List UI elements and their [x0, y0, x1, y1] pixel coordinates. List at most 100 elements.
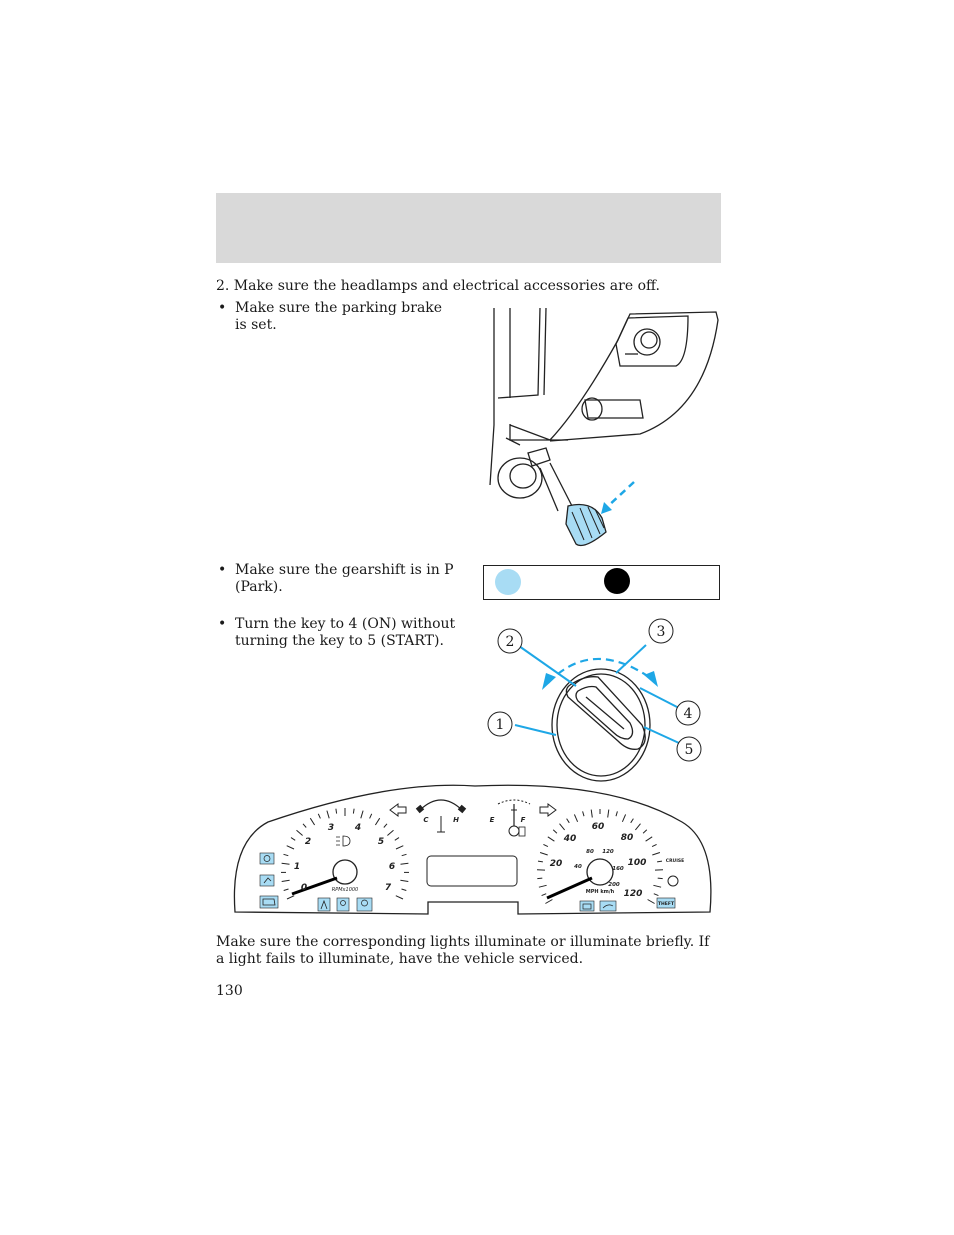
- gauge-tick: [647, 899, 655, 904]
- turn-left-arrow-icon: [542, 673, 556, 690]
- left-turn-signal-icon: [389, 803, 407, 817]
- gauge-tick: [281, 862, 290, 865]
- gauge-tick: [286, 845, 295, 850]
- gauge-tick: [309, 817, 316, 826]
- bullet-parking-brake: • Make sure the parking brake is set.: [218, 300, 458, 334]
- bullet-glyph: •: [218, 562, 227, 578]
- gauge-tick: [326, 810, 330, 819]
- mph-label-40: 40: [563, 834, 577, 844]
- section-header-band: [216, 193, 721, 263]
- gauge-tick: [547, 836, 555, 842]
- tachometer: 0 1 2 3 4 5 6 7 RPMx1000: [281, 808, 409, 900]
- gauge-tick: [395, 845, 404, 850]
- kmh-label-120: 120: [602, 849, 614, 855]
- gauge-tick: [352, 808, 355, 814]
- gearshift-indicator-illustration: [483, 565, 720, 600]
- arrow-head-icon: [601, 502, 612, 514]
- seatbelt-icon: [317, 897, 331, 912]
- oil-pressure-icon: [599, 900, 617, 912]
- tach-label-3: 3: [328, 823, 334, 833]
- gauge-tick: [545, 899, 553, 904]
- gauge-tick: [537, 860, 543, 863]
- gauge-tick: [537, 877, 543, 880]
- gauge-tick: [543, 843, 549, 848]
- gauge-tick: [657, 877, 663, 880]
- mph-label-80: 80: [621, 833, 634, 843]
- gauge-tick: [400, 862, 409, 865]
- brake-pedal-pad: [565, 503, 607, 547]
- left-warning-lamps: [259, 852, 373, 912]
- gauge-tick: [582, 811, 585, 817]
- gauge-tick: [607, 809, 610, 818]
- mph-label-120: 120: [624, 889, 643, 899]
- parking-brake-illustration: [489, 307, 719, 547]
- door-ajar-icon: [259, 874, 275, 887]
- tach-label-0: 0: [301, 883, 307, 893]
- gauge-tick: [383, 823, 388, 828]
- fuel-gauge: E F: [490, 799, 531, 837]
- kmh-label-40: 40: [574, 864, 582, 870]
- mph-label-60: 60: [592, 822, 605, 832]
- gauge-tick: [401, 853, 407, 857]
- tach-label-6: 6: [389, 862, 395, 872]
- bullet-text: Turn the key to 4 (ON) without turning t…: [235, 616, 456, 649]
- key-position-5-label: 5: [685, 742, 694, 758]
- mph-label-20: 20: [550, 859, 563, 869]
- bullet-glyph: •: [218, 300, 227, 316]
- gauge-tick: [559, 823, 565, 831]
- tach-label-1: 1: [294, 862, 300, 872]
- gauge-tick: [317, 813, 321, 819]
- cruise-indicator: CRUISE: [666, 858, 684, 864]
- gauge-tick: [566, 818, 570, 824]
- tach-label-2: 2: [305, 837, 311, 847]
- headlamp-icon: [336, 835, 351, 847]
- temperature-gauge: C H: [415, 799, 467, 833]
- gauge-tick: [360, 810, 364, 819]
- temp-hot-label: H: [453, 816, 459, 824]
- step-2-text: 2. Make sure the headlamps and electrica…: [216, 278, 660, 294]
- turn-right-arrow-icon: [644, 671, 658, 687]
- gauge-tick: [653, 884, 662, 888]
- gauge-tick: [281, 879, 290, 882]
- gauge-tick: [552, 829, 558, 834]
- theft-indicator-lamp: [656, 897, 676, 909]
- gauge-tick: [335, 808, 338, 814]
- gear-position-dot: [604, 568, 630, 594]
- airbag-icon: [336, 897, 350, 912]
- traction-control-icon: [667, 875, 679, 887]
- ignition-switch-illustration: 2 3 4 5 1: [487, 618, 702, 782]
- temp-cold-label: C: [423, 816, 429, 824]
- gauge-tick: [283, 853, 289, 857]
- right-warning-lamps: CRUISE THEFT: [579, 858, 684, 912]
- push-direction-arrow: [605, 481, 635, 509]
- gauge-tick: [653, 893, 659, 897]
- bullet-gearshift: • Make sure the gearshift is in P (Park)…: [218, 562, 458, 596]
- key-position-2-label: 2: [506, 634, 515, 650]
- gauge-tick: [615, 811, 618, 817]
- gauge-tick: [590, 809, 593, 818]
- speedometer: 20 40 60 80 100 120 40 80 120 160 200 MP…: [536, 809, 664, 904]
- gauge-tick: [394, 837, 400, 841]
- gauge-tick: [642, 829, 648, 834]
- key-position-3-label: 3: [657, 624, 666, 640]
- fuel-empty-label: E: [490, 816, 495, 824]
- mph-label-100: 100: [628, 858, 647, 868]
- gauge-tick: [395, 895, 404, 900]
- gauge-tick: [290, 837, 296, 841]
- bullet-glyph: •: [218, 616, 227, 632]
- kmh-label-80: 80: [586, 849, 594, 855]
- gauge-tick: [651, 843, 657, 848]
- gauge-tick: [302, 823, 307, 828]
- battery-icon: [579, 900, 595, 912]
- page-number: 130: [216, 983, 243, 999]
- illumination-note: Make sure the corresponding lights illum…: [216, 934, 710, 967]
- speedometer-unit: MPH km/h: [586, 889, 615, 895]
- abs-icon: [356, 897, 373, 912]
- tach-label-4: 4: [354, 823, 361, 833]
- gauge-tick: [374, 817, 381, 826]
- gauge-tick: [538, 884, 547, 888]
- gauge-tick: [387, 829, 394, 836]
- instrument-cluster-illustration: 0 1 2 3 4 5 6 7 RPMx1000: [233, 784, 712, 915]
- bullet-text: Make sure the gearshift is in P (Park).: [235, 562, 454, 595]
- gauge-tick: [645, 836, 653, 842]
